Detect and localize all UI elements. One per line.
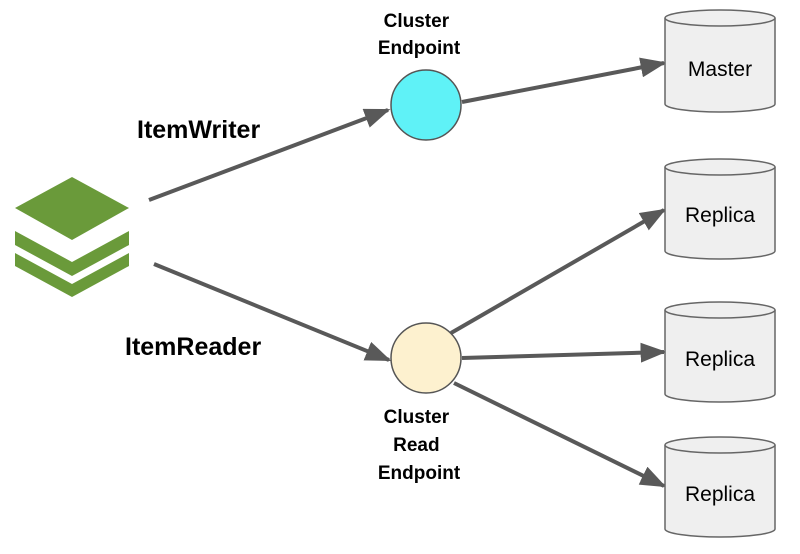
cluster-read-endpoint-label: Cluster Read Endpoint xyxy=(378,407,461,484)
database-replica-3: Replica xyxy=(664,436,776,538)
cluster-read-endpoint: Cluster Read Endpoint xyxy=(378,322,462,484)
arrows xyxy=(148,57,667,488)
arrow-reader-to-cluster-read-endpoint xyxy=(153,262,392,362)
database-replica-2: Replica xyxy=(664,301,776,403)
database-replica-2-label: Replica xyxy=(685,348,755,371)
cluster-endpoint-node xyxy=(390,69,462,141)
database-replica-1-label: Replica xyxy=(685,204,755,227)
arrow-read-endpoint-to-replica-3 xyxy=(453,381,667,488)
item-reader-label: ItemReader xyxy=(125,333,261,361)
database-master-label: Master xyxy=(688,58,752,81)
arrow-read-endpoint-to-replica-2 xyxy=(461,342,667,363)
cluster-read-endpoint-node xyxy=(390,322,462,394)
arrow-endpoint-to-master xyxy=(461,57,667,104)
database-replica-3-label: Replica xyxy=(685,483,755,506)
database-master: Master xyxy=(664,9,776,113)
cluster-endpoint: Cluster Endpoint xyxy=(378,11,462,141)
cluster-endpoint-label: Cluster Endpoint xyxy=(378,11,461,59)
item-writer-label: ItemWriter xyxy=(137,116,260,144)
database-replica-1: Replica xyxy=(664,158,776,260)
arrow-read-endpoint-to-replica-1 xyxy=(449,208,667,335)
arrow-writer-to-cluster-endpoint xyxy=(148,108,391,202)
layered-stack-icon xyxy=(15,177,129,297)
